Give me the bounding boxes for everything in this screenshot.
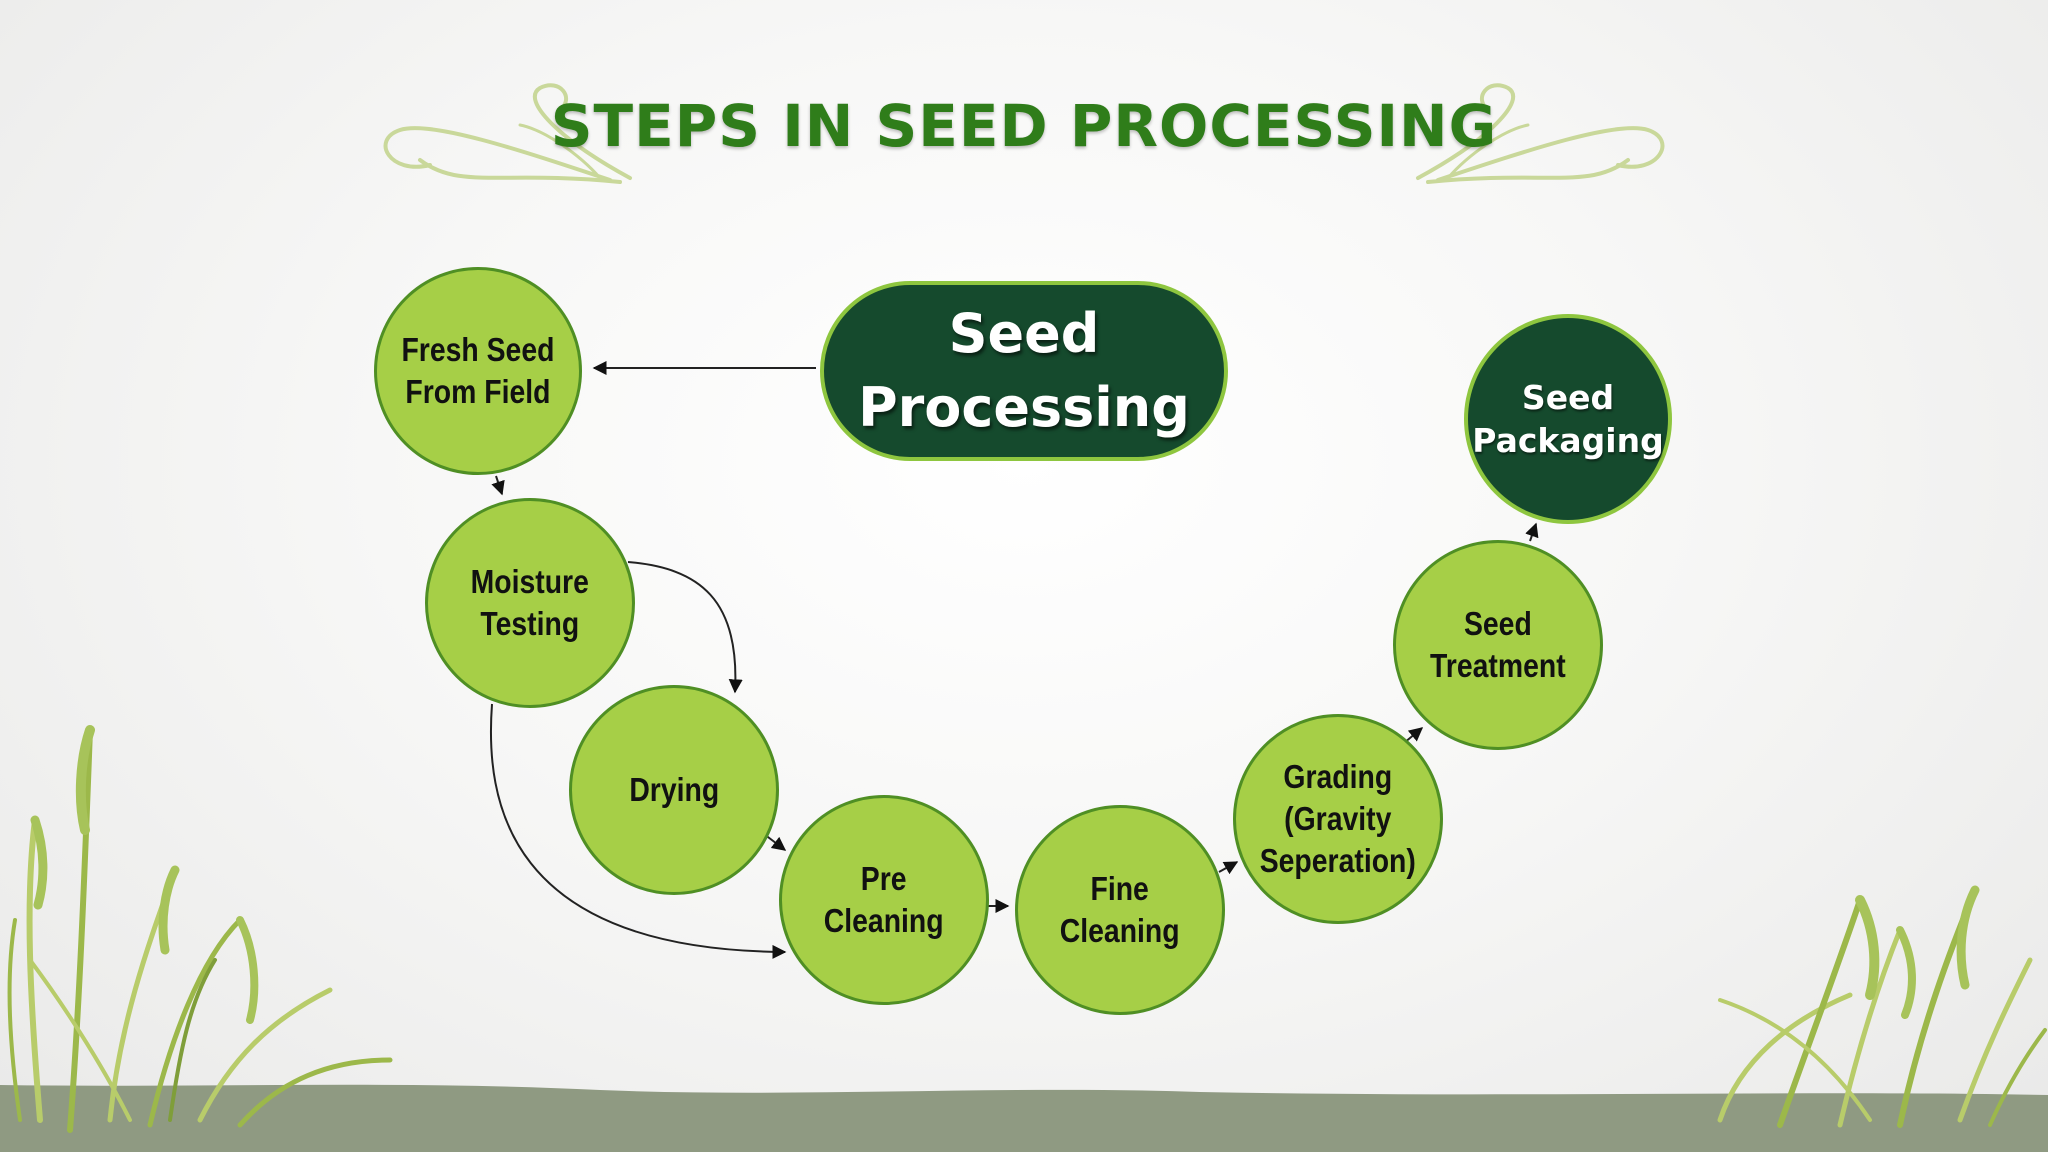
arrow-treatment-to-packaging (1525, 522, 1539, 542)
arrow-fine-cleaning-to-grading (1218, 861, 1239, 875)
hub-label: Seed Processing (858, 302, 1190, 439)
step-drying: Drying (569, 685, 779, 895)
step-fine-cleaning: Fine Cleaning (1015, 805, 1225, 1015)
step-grading-gravity-separation: Grading (Gravity Seperation) (1233, 714, 1443, 924)
grass-right-illustration (1717, 885, 2047, 1128)
arrow-fresh-seed-to-moisture (491, 475, 505, 496)
slide-title: STEPS IN SEED PROCESSING (550, 92, 1498, 160)
step-label: Pre Cleaning (824, 860, 944, 939)
grass-left-illustration (7, 725, 393, 1133)
swirl-left-ornament (383, 83, 632, 184)
arrow-moisture-to-pre-cleaning (489, 703, 787, 959)
step-label: Drying (629, 771, 719, 808)
step-label: Fresh Seed From Field (401, 331, 555, 410)
step-label: Seed Packaging (1472, 378, 1664, 460)
step-label: Fine Cleaning (1060, 870, 1180, 949)
step-seed-treatment: Seed Treatment (1393, 540, 1603, 750)
arrow-moisture-to-drying (627, 561, 743, 694)
flow-arrows (489, 361, 1539, 959)
step-seed-packaging: Seed Packaging (1464, 314, 1672, 524)
step-moisture-testing: Moisture Testing (425, 498, 635, 708)
swirl-right-ornament (1416, 83, 1665, 184)
ground (0, 1084, 2048, 1152)
step-fresh-seed-from-field: Fresh Seed From Field (374, 267, 582, 475)
step-label: Grading (Gravity Seperation) (1259, 758, 1417, 879)
seed-processing-hub: Seed Processing (820, 281, 1228, 461)
step-label: Moisture Testing (470, 563, 590, 642)
step-pre-cleaning: Pre Cleaning (779, 795, 989, 1005)
step-label: Seed Treatment (1430, 605, 1566, 684)
